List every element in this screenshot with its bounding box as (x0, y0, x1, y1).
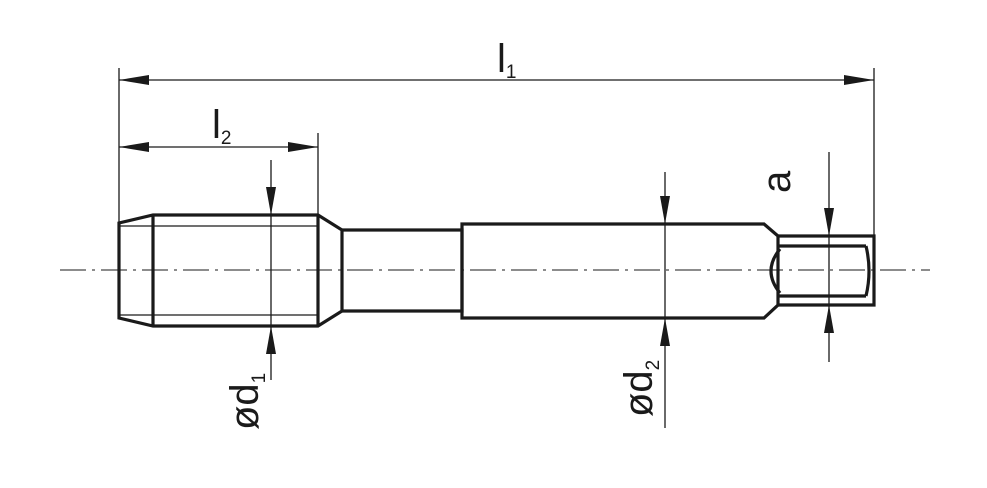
label-a: a (755, 170, 799, 193)
square-end-outline (778, 234, 876, 307)
arrowhead-l2-left (119, 142, 149, 152)
arrowhead-l1-left (119, 75, 149, 85)
arrowhead-a-top (824, 208, 834, 236)
label-d2: ød2 (617, 360, 664, 417)
arrowhead-l2-right (288, 142, 318, 152)
label-l2: l2 (212, 103, 231, 149)
shank-outline (460, 222, 780, 320)
label-l1: l1 (497, 37, 516, 83)
arrowhead-l1-right (844, 75, 874, 85)
arrowhead-d2-top (660, 196, 670, 224)
arrowhead-a-bottom (824, 305, 834, 333)
square-inner-end-curve (864, 245, 871, 297)
label-d1: ød1 (223, 373, 270, 430)
arrowhead-d1-bottom (266, 326, 276, 354)
arrowhead-d1-top (266, 187, 276, 215)
square-flat-arc (769, 247, 782, 295)
arrowhead-d2-bottom (660, 318, 670, 346)
